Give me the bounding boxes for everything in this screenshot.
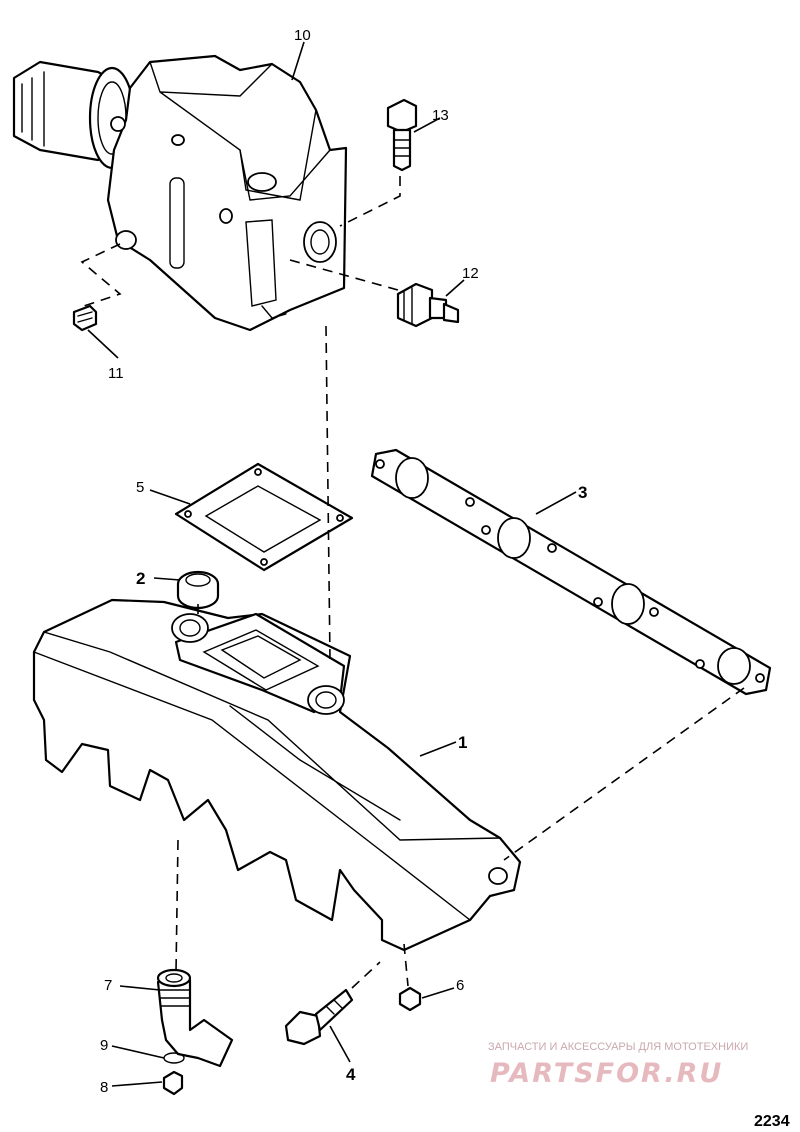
part-12-fitting [396,282,460,328]
callout-8: 8 [100,1079,108,1096]
part-6-plug [398,986,422,1012]
assembly-lines [80,176,745,989]
callout-2: 2 [136,569,145,588]
callout-leaders [87,41,577,1087]
figure-number: 2234 [754,1113,790,1130]
part-13-bolt [386,98,418,172]
part-5-gasket [174,462,354,572]
part-4-bolt [284,988,354,1046]
watermark-caption: ЗАПЧАСТИ И АКСЕССУАРЫ ДЛЯ МОТОТЕХНИКИ [488,1041,748,1053]
part-1-manifold [32,598,522,952]
part-11-plug [72,304,98,332]
callout-1: 1 [458,733,467,752]
part-10-elbow [12,54,348,332]
part-8-fitting [162,1070,184,1096]
callout-4: 4 [346,1065,356,1084]
callout-labels: 1 2 3 4 5 6 7 8 9 10 11 12 13 [100,27,587,1096]
callout-9: 9 [100,1037,108,1054]
callout-10: 10 [294,27,311,44]
callout-13: 13 [432,107,449,124]
watermark-brand: PARTSFOR.RU [490,1058,723,1089]
part-2-plug [176,570,220,610]
callout-12: 12 [462,265,479,282]
callout-3: 3 [578,483,587,502]
callout-7: 7 [104,977,112,994]
callout-5: 5 [136,479,144,496]
callout-6: 6 [456,977,464,994]
part-7-elbow-fitting [156,968,234,1068]
watermark: ЗАПЧАСТИ И АКСЕССУАРЫ ДЛЯ МОТОТЕХНИКИ PA… [488,1041,748,1089]
part-3-gasket [370,448,772,696]
part-9-o-ring [163,1052,185,1064]
callout-11: 11 [108,365,124,382]
